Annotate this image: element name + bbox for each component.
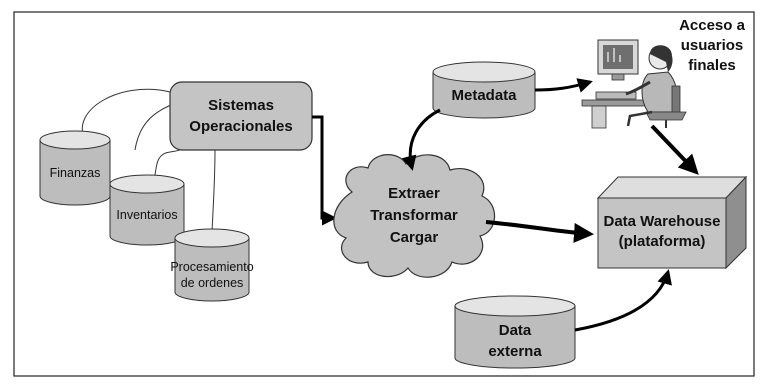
cylinder-finanzas: Finanzas — [39, 130, 111, 206]
end-user-illustration — [581, 39, 687, 129]
metadata-label: Metadata — [451, 87, 517, 104]
users-label-1: Acceso a — [679, 17, 746, 34]
users-label-3: finales — [688, 57, 736, 74]
etl-cloud: Extraer Transformar Cargar — [333, 154, 496, 278]
arrow-users-to-warehouse — [650, 124, 699, 175]
sistemas-operacionales-label-1: Sistemas — [208, 97, 274, 114]
data-externa-label-1: Data — [499, 322, 532, 339]
etl-label-3: Cargar — [390, 229, 439, 246]
cylinder-procesamiento: Procesamiento de ordenes — [170, 228, 254, 302]
procesamiento-label-2: de ordenes — [181, 276, 244, 290]
sistemas-operacionales-box: Sistemas Operacionales — [169, 81, 313, 151]
data-warehouse-box: Data Warehouse (plataforma) — [596, 175, 748, 270]
sistemas-operacionales-label-2: Operacionales — [189, 118, 292, 135]
arrow-externa-to-warehouse — [574, 269, 672, 332]
arrow-metadata-to-etl — [401, 108, 441, 171]
finanzas-label: Finanzas — [50, 166, 101, 180]
arrow-etl-to-warehouse — [485, 220, 594, 243]
etl-label-2: Transformar — [370, 207, 458, 224]
arrow-metadata-to-users — [534, 78, 593, 93]
cylinder-inventarios: Inventarios — [109, 174, 185, 246]
users-label-2: usuarios — [681, 37, 744, 54]
arrow-sistemas-to-etl — [312, 115, 337, 226]
etl-label-1: Extraer — [388, 185, 440, 202]
data-externa-label-2: externa — [488, 343, 542, 360]
cylinder-metadata: Metadata — [432, 61, 536, 119]
procesamiento-label-1: Procesamiento — [170, 260, 253, 274]
data-warehouse-label-1: Data Warehouse — [604, 213, 721, 230]
cylinder-data-externa: Data externa — [454, 295, 576, 369]
data-warehouse-label-2: (plataforma) — [619, 233, 706, 250]
inventarios-label: Inventarios — [116, 208, 177, 222]
